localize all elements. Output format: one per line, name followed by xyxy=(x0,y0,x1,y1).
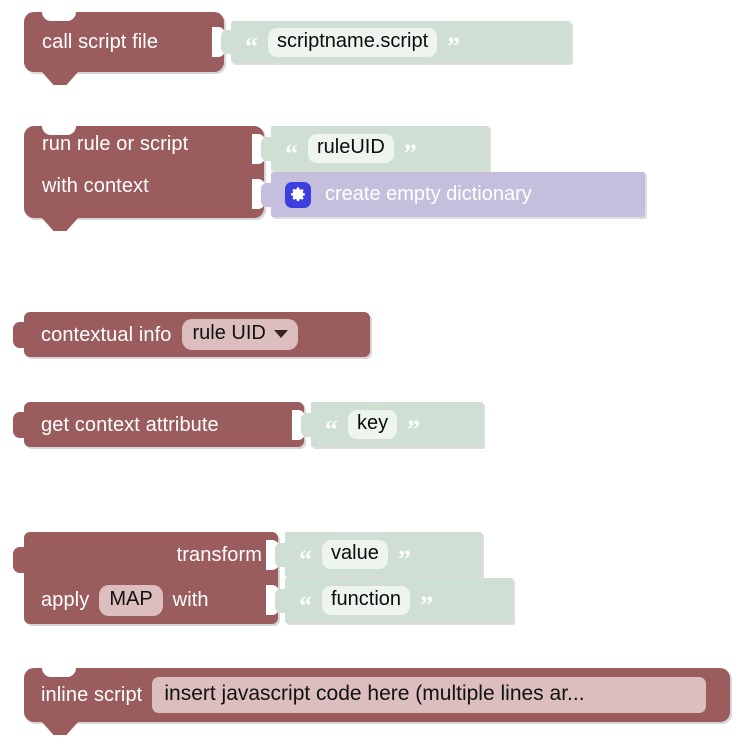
output-plug xyxy=(13,411,25,438)
text-field[interactable]: value xyxy=(322,540,388,569)
block-bottom-bump xyxy=(42,722,78,735)
code-field[interactable]: insert javascript code here (multiple li… xyxy=(152,677,707,713)
dropdown-value: rule UID xyxy=(192,322,266,344)
chevron-down-icon xyxy=(273,329,288,338)
field-map[interactable]: MAP xyxy=(99,584,163,616)
block-label: inline script xyxy=(41,684,143,706)
block-label-with-context: with context xyxy=(42,175,149,197)
block-top-notch xyxy=(42,668,76,677)
block-contextual-info[interactable]: contextual info rule UID xyxy=(13,312,370,357)
block-label-run: run rule or script xyxy=(42,133,189,155)
value-block-string-ruleuid[interactable]: “ ruleUID ” xyxy=(271,126,489,171)
text-field[interactable]: function xyxy=(322,586,411,615)
value-block-string-value[interactable]: “ value ” xyxy=(285,532,482,577)
text-field[interactable]: key xyxy=(348,410,398,439)
value-block-create-empty-dictionary[interactable]: create empty dictionary xyxy=(271,172,645,217)
value-block-string-key[interactable]: “ key ” xyxy=(311,402,483,447)
block-label-apply: apply xyxy=(41,589,90,611)
gear-icon xyxy=(285,181,311,208)
output-plug xyxy=(13,547,25,573)
value-block-string-function[interactable]: “ function ” xyxy=(285,578,513,623)
block-label-transform: transform xyxy=(176,544,262,566)
block-call-script-file[interactable]: call script file “ scriptname.script ” xyxy=(24,12,571,85)
block-bottom-bump xyxy=(42,72,78,85)
output-plug xyxy=(13,321,25,348)
block-run-rule-or-script[interactable]: run rule or script with context “ ruleUI… xyxy=(24,126,645,231)
block-get-context-attribute[interactable]: get context attribute “ key ” xyxy=(13,402,483,447)
block-label: contextual info xyxy=(41,323,172,346)
block-inline-script[interactable]: inline script insert javascript code her… xyxy=(24,668,730,735)
block-transform-apply[interactable]: transform apply MAP with “ value ” “ fun… xyxy=(13,532,513,624)
dropdown-rule-uid[interactable]: rule UID xyxy=(182,319,298,350)
block-top-notch xyxy=(42,12,76,21)
text-field[interactable]: ruleUID xyxy=(308,134,394,163)
dictionary-label: create empty dictionary xyxy=(325,183,532,205)
block-bottom-bump xyxy=(42,218,78,231)
block-top-notch xyxy=(42,126,76,135)
text-field[interactable]: scriptname.script xyxy=(268,27,438,57)
block-label: get context attribute xyxy=(41,413,219,436)
block-label-with: with xyxy=(172,589,209,611)
value-block-string[interactable]: “ scriptname.script ” xyxy=(231,21,571,63)
block-label: call script file xyxy=(42,31,159,53)
